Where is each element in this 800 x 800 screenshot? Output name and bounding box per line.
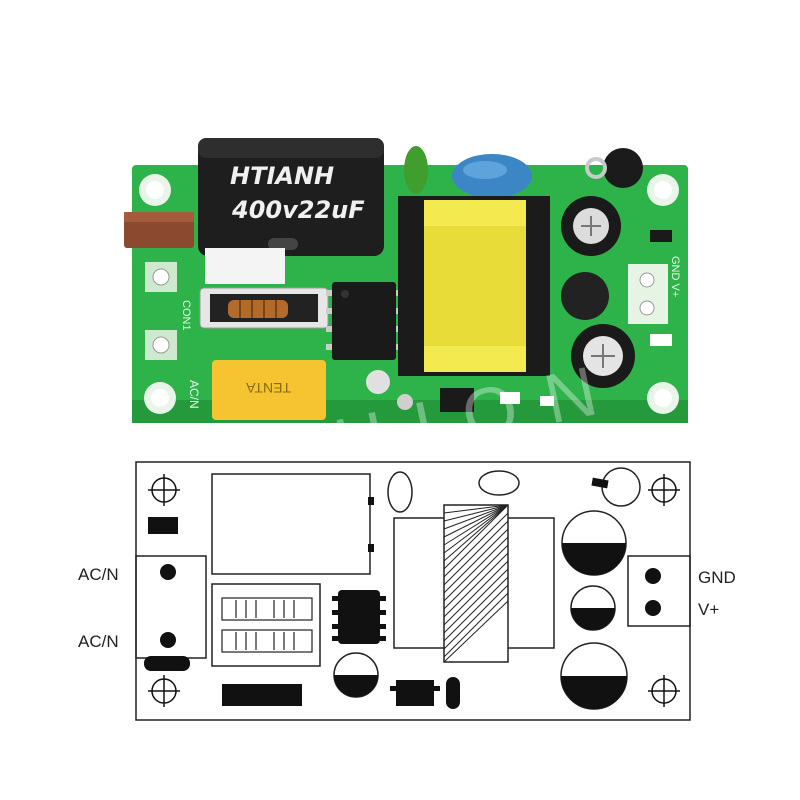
bulk-electrolytic-capacitor: HTIANH 400v22uF (198, 138, 384, 256)
smd-diode-outline (396, 680, 434, 706)
transformer-outline (393, 504, 555, 663)
hatch-line (443, 536, 509, 602)
smd-capacitor (397, 394, 413, 410)
hatch-line (443, 504, 509, 554)
hatch-line (443, 512, 509, 578)
pad-slot (144, 656, 190, 671)
hatch-line (443, 560, 509, 626)
ac-input-silkscreen: AC/N (187, 380, 201, 409)
hatch-line (443, 528, 509, 594)
smd-lead (434, 686, 440, 691)
ic-outline (332, 590, 386, 644)
capacitor-lead (368, 544, 374, 552)
hatch-line (443, 520, 509, 586)
y-capacitor (452, 154, 532, 198)
hatch-line (443, 504, 509, 538)
mounting-hole-icon (648, 675, 680, 707)
hatch-line (443, 504, 509, 530)
input-pin-2 (160, 632, 176, 648)
x-capacitor-brand: TENTA (245, 380, 291, 396)
small-capacitor-outline (333, 652, 379, 698)
hatch-line (443, 504, 509, 522)
resistor-outline (446, 677, 460, 709)
mounting-hole-icon (647, 174, 679, 206)
mounting-hole-icon (647, 382, 679, 414)
hatch-line (443, 592, 509, 658)
smd-component (650, 230, 672, 242)
mounting-hole-icon (144, 382, 176, 414)
hatch-line (443, 504, 509, 514)
fuse-resistor (124, 212, 194, 248)
output-pin-gnd-label: GND (698, 568, 736, 587)
hatch-line (443, 600, 509, 663)
hatch-line (443, 544, 509, 610)
output-capacitor (561, 196, 621, 256)
mounting-hole-icon (148, 474, 180, 506)
input-pin-1 (160, 564, 176, 580)
capacitor-brand: HTIANH (230, 162, 334, 190)
smd-component (500, 392, 520, 404)
smd-component (440, 388, 474, 412)
film-capacitor (404, 146, 428, 194)
hatch-line (443, 568, 509, 634)
hatch-line (443, 576, 509, 642)
hatch-line (443, 552, 509, 618)
small-capacitor (366, 370, 390, 394)
output-silkscreen: GND V+ (669, 256, 681, 297)
output-capacitor-outline (570, 585, 616, 631)
capacitor-lead (368, 497, 374, 505)
thermistor (585, 148, 643, 188)
output-capacitor-outline (561, 510, 627, 576)
capacitor-rating: 400v22uF (231, 196, 365, 224)
smd-lead (390, 686, 396, 691)
choke-outline (211, 583, 321, 667)
hatch-line (443, 504, 509, 562)
film-capacitor-outline (387, 471, 413, 513)
output-pads (628, 264, 668, 324)
y-capacitor-outline (478, 470, 520, 496)
thermistor-outline (591, 467, 641, 507)
output-capacitor (561, 272, 609, 320)
hatch-line (443, 584, 509, 650)
input-pin-2-label: AC/N (78, 632, 119, 651)
smd-component (540, 396, 554, 406)
mounting-hole-icon (648, 474, 680, 506)
input-pin-1-label: AC/N (78, 565, 119, 584)
ac-input-pad (145, 330, 177, 360)
x-capacitor: TENTA (212, 360, 326, 420)
hatch-line (443, 504, 509, 546)
bridge-rectifier-outline (222, 684, 302, 706)
pcb-photo: CON1 AC/N HTIANH 400v22uF TENTA (124, 138, 688, 423)
output-capacitor-outline (560, 642, 628, 710)
output-pin-vplus (645, 600, 661, 616)
common-mode-choke (199, 248, 329, 329)
output-capacitor (571, 324, 635, 388)
mounting-hole-icon (139, 174, 171, 206)
board-outline-diagram: AC/N AC/N (78, 461, 736, 721)
output-pin-vplus-label: V+ (698, 600, 719, 619)
ac-input-pad (145, 262, 177, 292)
bulk-capacitor-outline (211, 473, 371, 575)
smd-component (650, 334, 672, 346)
flyback-transformer (398, 196, 550, 376)
output-terminal-outline (627, 555, 691, 627)
controller-ic (326, 282, 402, 360)
hatch-line (443, 504, 509, 570)
output-pin-gnd (645, 568, 661, 584)
fuse-outline (148, 517, 178, 534)
connector-silkscreen: CON1 (180, 300, 192, 331)
mounting-hole-icon (148, 675, 180, 707)
